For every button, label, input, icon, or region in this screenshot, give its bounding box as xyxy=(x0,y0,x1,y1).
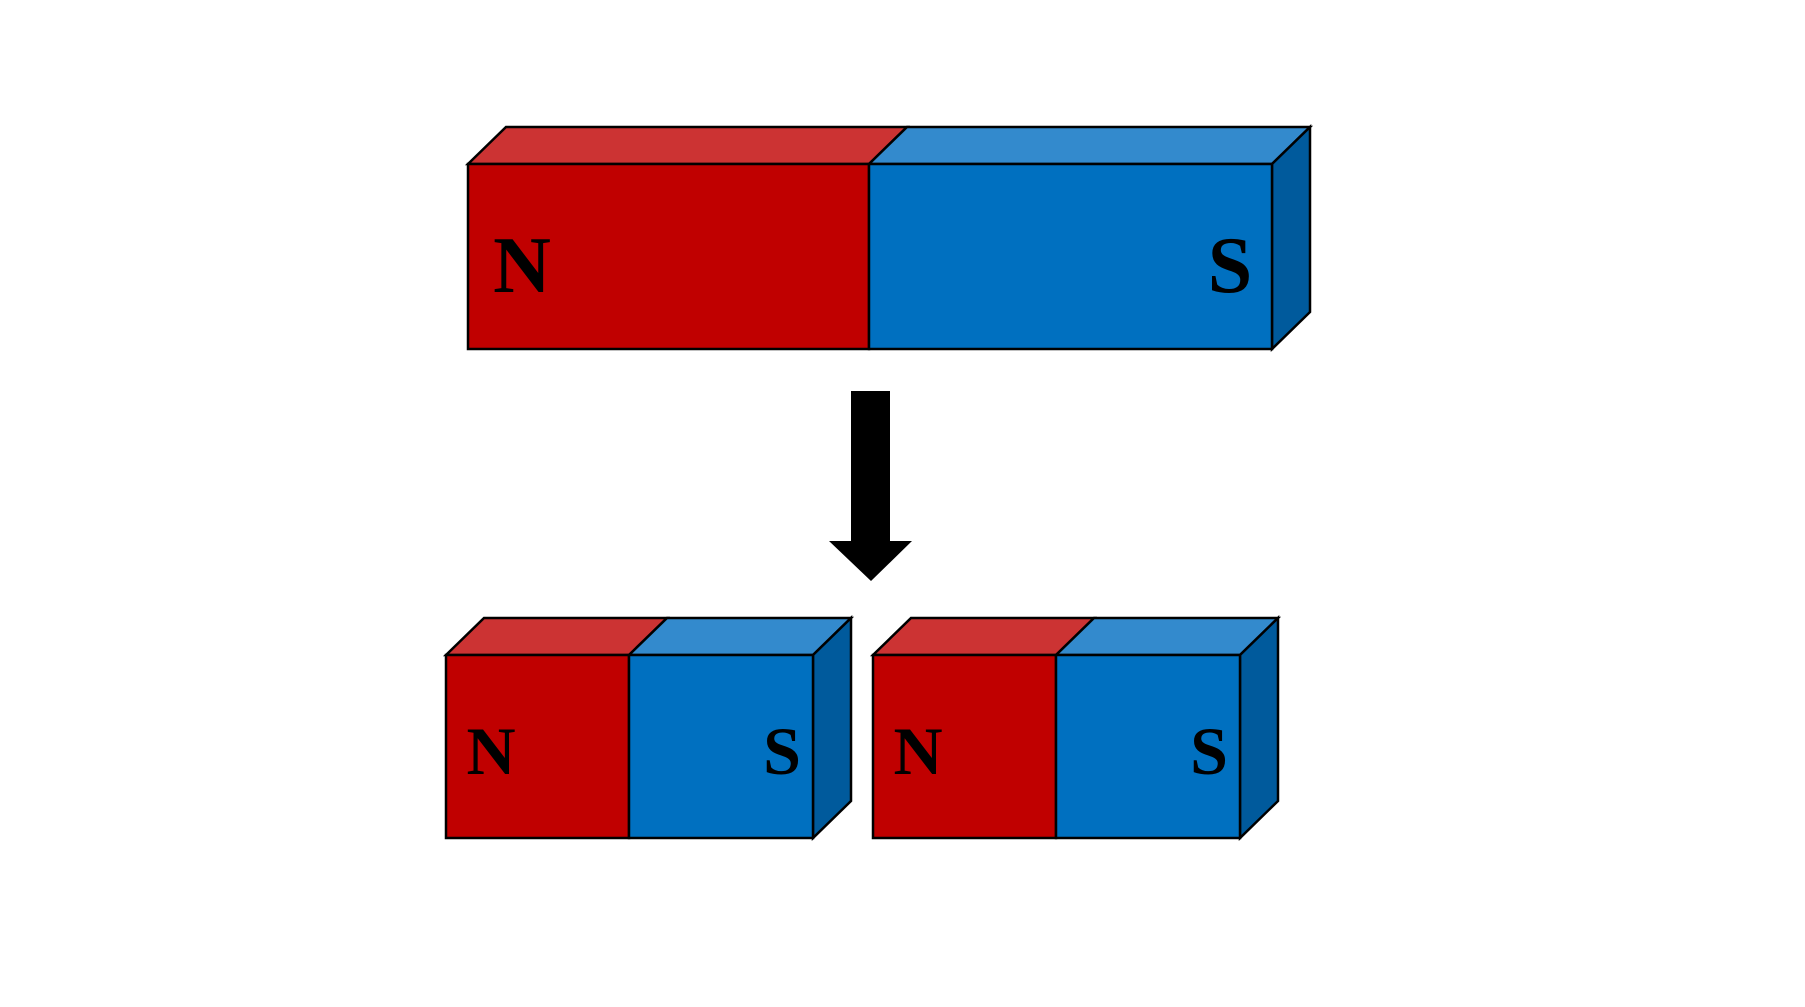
right-piece-south-pole xyxy=(1054,653,1242,840)
left-piece-south-pole xyxy=(627,653,815,840)
right-piece-south-side-face xyxy=(1238,615,1280,841)
left-piece-north-label: N xyxy=(466,713,515,789)
left-piece-south-side-face xyxy=(811,615,853,841)
magnet-piece-left: N S xyxy=(442,615,855,841)
whole-magnet-south-pole xyxy=(867,162,1274,351)
whole-magnet-south-side-face xyxy=(1270,124,1312,352)
whole-magnet-south-top-face xyxy=(865,125,1314,166)
whole-magnet-north-label: N xyxy=(493,222,551,310)
whole-magnet-south-label: S xyxy=(1208,222,1253,310)
right-piece-south-label: S xyxy=(1190,713,1228,789)
left-piece-south-label: S xyxy=(763,713,801,789)
whole-bar-magnet: N S xyxy=(464,124,1314,352)
whole-magnet-north-pole xyxy=(466,162,871,351)
down-arrow-icon xyxy=(829,391,912,581)
right-piece-north-pole xyxy=(871,653,1058,840)
magnet-piece-right: N S xyxy=(869,615,1282,841)
whole-magnet-north-top-face xyxy=(464,125,911,166)
right-piece-north-label: N xyxy=(893,713,942,789)
